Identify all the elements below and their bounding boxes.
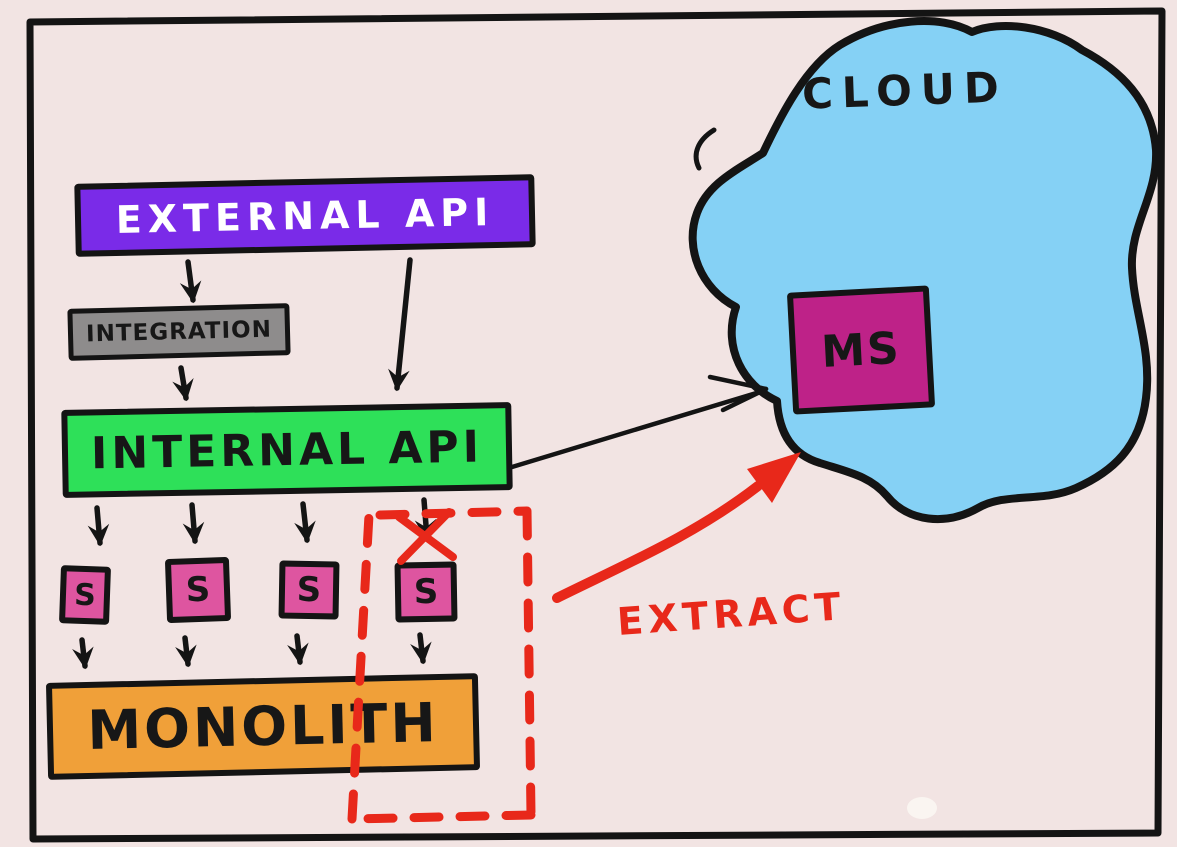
service-1-label: S: [73, 577, 97, 613]
white-smudge: [907, 797, 937, 819]
arrow-external-to-internal: [388, 257, 413, 392]
node-service-1: S: [59, 565, 111, 625]
extract-arrow-head: [747, 452, 801, 503]
arrow-internal-to-s1: [87, 505, 110, 547]
arrow-external-to-integration: [179, 259, 202, 304]
arrow-integration-to-internal: [172, 365, 194, 402]
arrow-s4-to-monolith: [410, 632, 432, 665]
arrow-s1-to-monolith: [72, 637, 94, 670]
arrow-internal-to-s2: [182, 502, 205, 545]
service-2-label: S: [185, 569, 211, 611]
arrow-internal-to-s4: [414, 497, 437, 542]
service-4-label: S: [413, 571, 439, 613]
node-external-api: EXTERNAL API: [74, 174, 536, 257]
node-service-4: S: [394, 561, 458, 623]
extract-label: EXTRACT: [615, 584, 847, 644]
node-monolith: MONOLITH: [45, 673, 481, 780]
extract-boundary-dashed-box: [347, 506, 536, 824]
node-service-3: S: [278, 560, 340, 620]
arrow-internal-to-microservice: [509, 374, 769, 470]
node-microservice: MS: [786, 285, 936, 415]
monolith-label: MONOLITH: [86, 691, 440, 762]
external-api-label: EXTERNAL API: [115, 189, 495, 242]
integration-label: INTEGRATION: [85, 316, 273, 348]
cloud-crease-line: [693, 127, 717, 171]
arrow-s2-to-monolith: [175, 635, 197, 668]
cloud-label: CLOUD: [801, 62, 1009, 119]
arrow-internal-to-s3: [294, 501, 316, 544]
red-x-mark: [395, 508, 457, 565]
arrow-s3-to-monolith: [287, 633, 309, 666]
microservice-label: MS: [819, 322, 903, 378]
internal-api-label: INTERNAL API: [90, 421, 484, 479]
service-3-label: S: [296, 569, 322, 611]
node-service-2: S: [164, 556, 232, 624]
node-internal-api: INTERNAL API: [61, 402, 513, 498]
extract-arrow-shaft: [552, 481, 763, 603]
node-integration: INTEGRATION: [67, 303, 291, 361]
